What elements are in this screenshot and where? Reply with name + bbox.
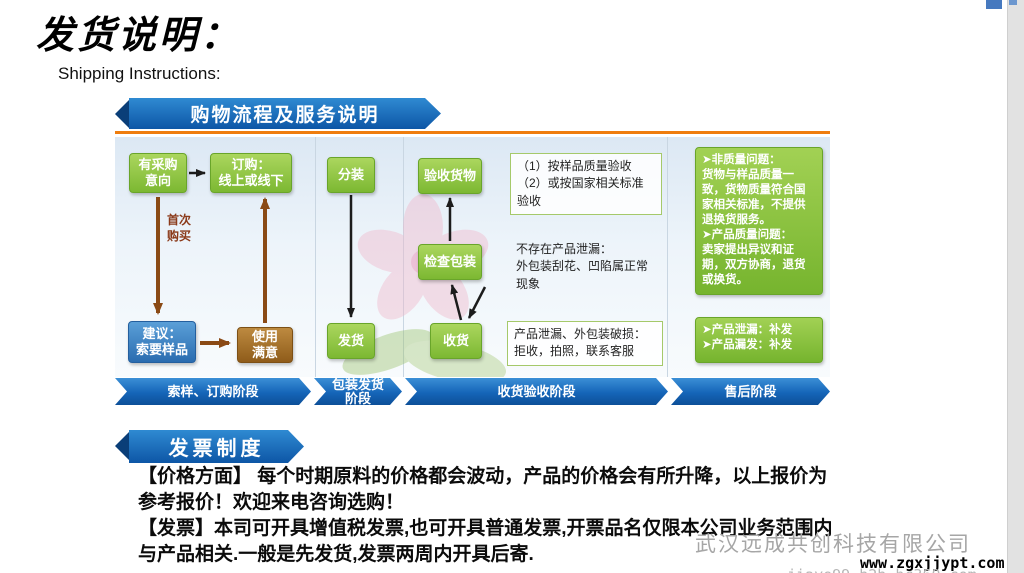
stage-after-sale: 售后阶段 [671,378,830,405]
invoice-paragraph: 【发票】本司可开具增值税发票,也可开具普通发票,开票品名仅限本公司业务范围内与产… [138,518,833,565]
invoice-banner: 发票制度 [115,430,830,470]
first-purchase-label: 首次 购买 [167,213,192,243]
watermark-site: www.zgxjjypt.com [860,554,1005,572]
service-note-reship: ➤产品泄漏：补发 ➤产品漏发：补发 [695,317,823,363]
corner-artifact-icon [1009,0,1017,5]
banner-left-notch-icon [115,431,130,461]
flow-box-packing: 分装 [327,157,375,193]
stage-bar: 索样、订购阶段 包装发货阶段 收货验收阶段 售后阶段 [115,378,830,405]
flow-banner-title: 购物流程及服务说明 [190,105,380,126]
stage-separator [315,137,316,377]
banner-left-notch-icon [115,99,130,129]
page-title: 发货说明： [36,12,242,57]
flow-box-inspect: 验收货物 [418,158,482,194]
invoice-banner-title: 发票制度 [168,438,265,460]
price-paragraph: 【价格方面】 每个时期原料的价格都会波动，产品的价格会有所升降，以上报价为参考报… [138,466,828,513]
arrow-to-receive-icon [467,286,487,319]
stage-receiving-inspection: 收货验收阶段 [405,378,668,405]
watermark-company: 武汉远成共创科技有限公司 [695,532,971,556]
flow-box-suggest: 建议： 索要样品 [128,321,196,363]
flowchart-area: 有采购 意向 订购： 线上或线下 首次 购买 建议： 索要样品 使用 满意 分装… [115,137,830,377]
flow-box-intent: 有采购 意向 [129,153,187,193]
orange-divider [115,131,830,134]
corner-artifact-icon [986,0,1002,9]
flow-box-order: 订购： 线上或线下 [210,153,292,193]
receive-note: 产品泄漏、外包装破损： 拒收，拍照，联系客服 [507,321,663,366]
page-subtitle: Shipping Instructions: [58,64,221,83]
invoice-text: 【价格方面】 每个时期原料的价格都会波动，产品的价格会有所升降，以上报价为参考报… [138,464,838,573]
flow-box-ship: 发货 [327,323,375,359]
stage-separator [667,137,668,377]
arrow-receive-to-check-icon [450,284,463,321]
stage-packing-shipping: 包装发货阶段 [314,378,402,405]
right-edge-strip [1007,0,1024,573]
flow-banner-ribbon: 购物流程及服务说明 [129,98,441,129]
flow-box-check-package: 检查包装 [418,244,482,280]
flow-box-satisfied: 使用 满意 [237,327,293,363]
stage-separator [403,137,404,377]
stage-sampling-order: 索样、订购阶段 [115,378,311,405]
service-note-quality: ➤非质量问题： 货物与样品质量一致，货物质量符合国家相关标准，不提供退换货服务。… [695,147,823,295]
invoice-banner-ribbon: 发票制度 [129,430,304,463]
package-note: 不存在产品泄漏： 外包装刮花、凹陷属正常 现象 [516,242,649,291]
watermark-shop: jiaye99.b2b.hc360.com [787,566,977,573]
inspect-note: （1）按样品质量验收 （2）或按国家相关标准 验收 [510,153,662,216]
flow-banner: 购物流程及服务说明 [115,98,830,138]
flow-box-receive: 收货 [430,323,482,359]
